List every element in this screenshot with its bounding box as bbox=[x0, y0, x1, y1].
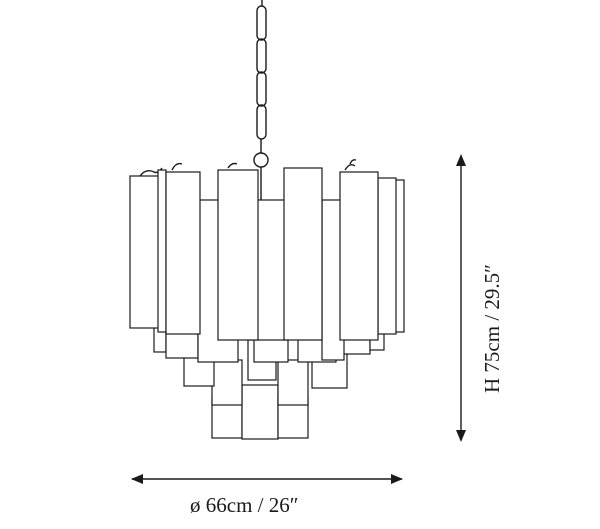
diameter-label: ø 66cm / 26″ bbox=[190, 493, 299, 517]
diameter-dimension-arrow bbox=[131, 474, 403, 484]
height-dimension-arrow bbox=[456, 154, 466, 442]
chain bbox=[253, 0, 269, 168]
tubes-top-tier bbox=[129, 167, 405, 341]
height-label: H 75cm / 29.5″ bbox=[480, 264, 504, 393]
hook-details bbox=[139, 159, 357, 200]
